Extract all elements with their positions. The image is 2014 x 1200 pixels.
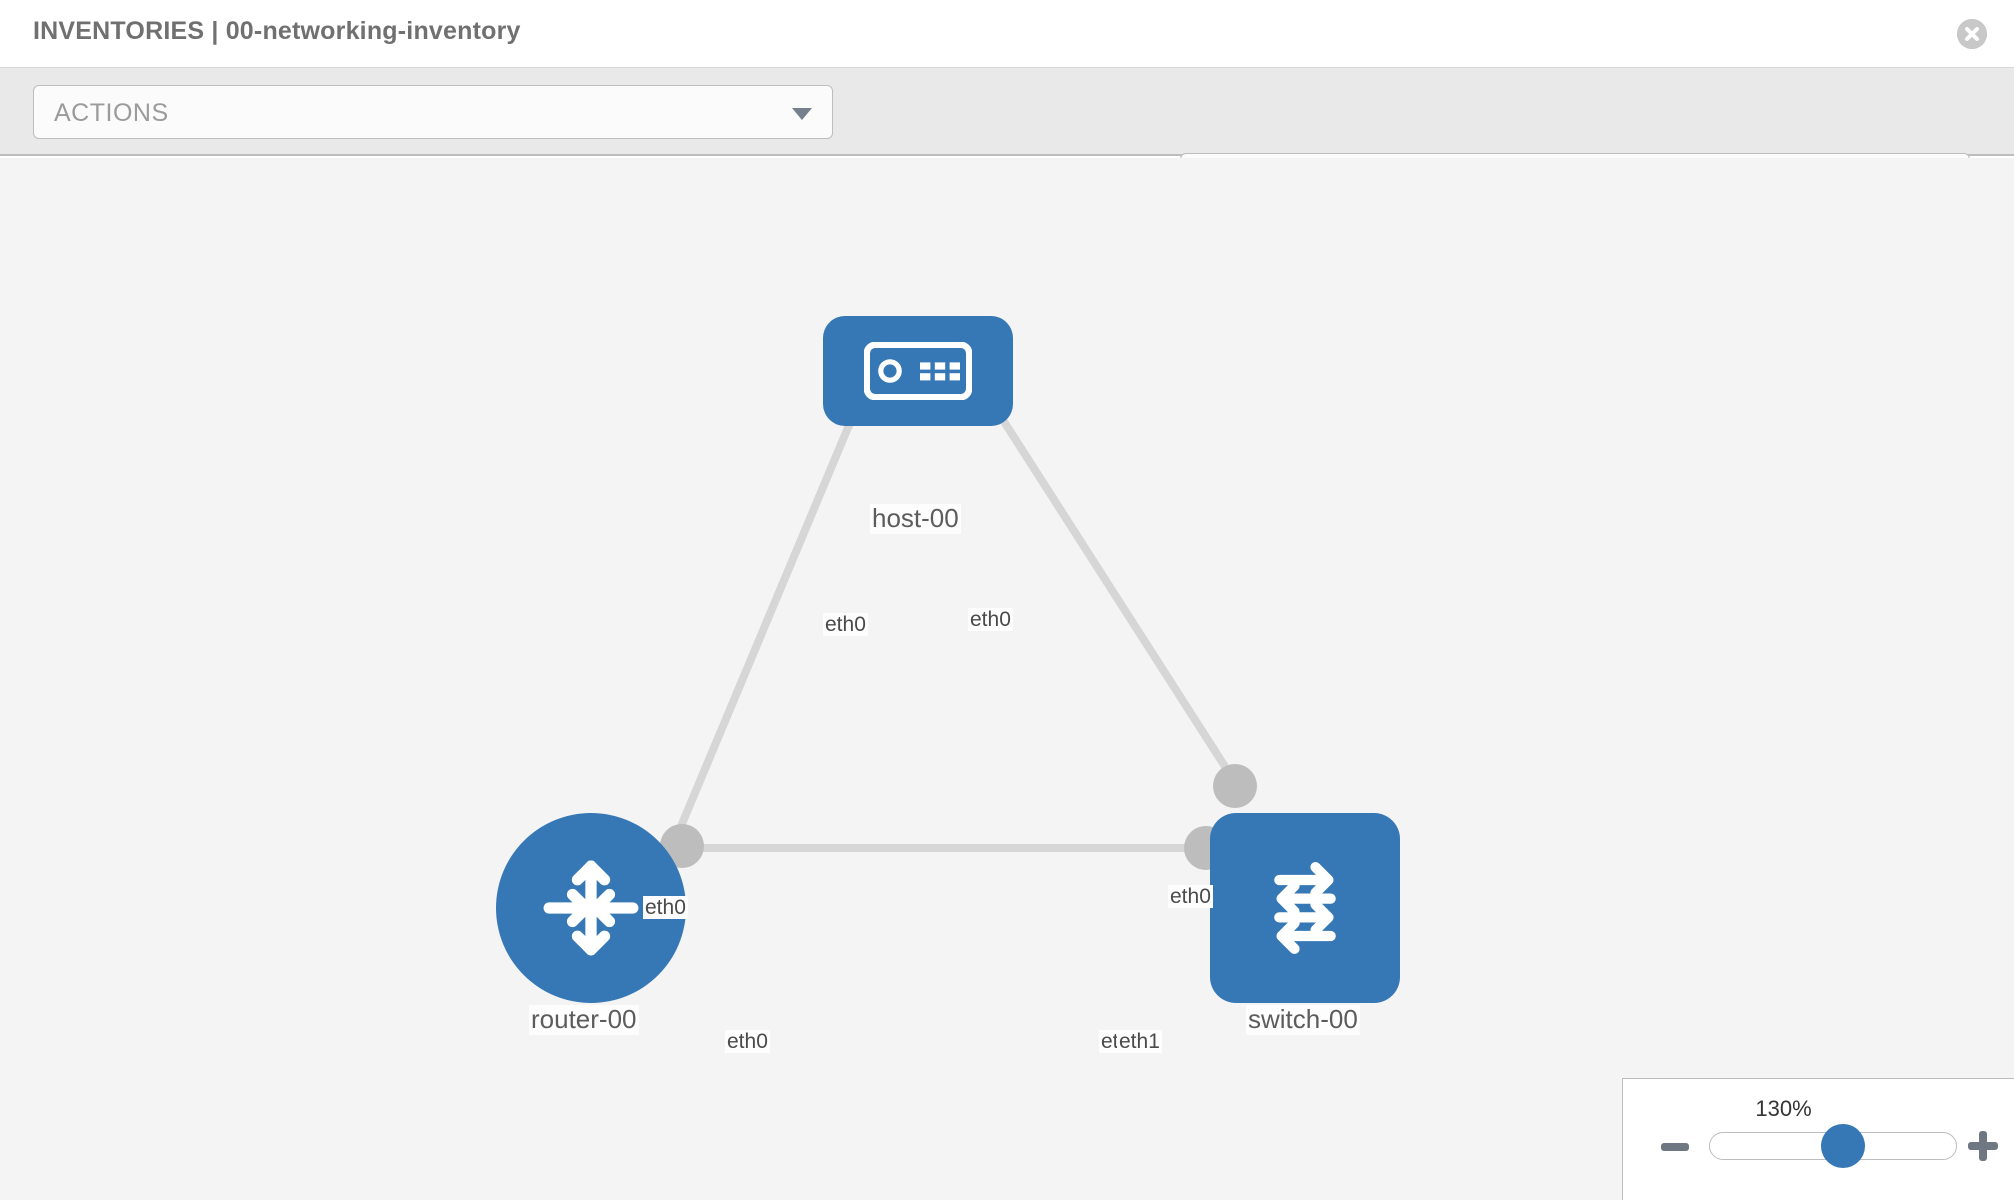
actions-dropdown[interactable]: ACTIONS [33, 85, 833, 139]
toolbar: ACTIONS SEARCH [0, 68, 2014, 207]
node-label-host-00: host-00 [870, 503, 961, 534]
router-arrows-icon [543, 860, 639, 956]
zoom-level-value: 130% [1755, 1096, 1812, 1121]
zoom-control-panel: 130% [1622, 1078, 2014, 1200]
topology-node-router-00[interactable]: router-00 [496, 813, 686, 1035]
node-label-router-00: router-00 [529, 1004, 639, 1035]
topology-node-host-00[interactable]: host-00 [823, 316, 1013, 534]
switch-arrows-icon [1274, 862, 1336, 954]
interface-label: eth1 [1117, 1030, 1162, 1054]
page-title: INVENTORIES | 00-networking-inventory [33, 17, 521, 45]
chevron-down-icon [792, 108, 812, 120]
interface-label: eth0 [823, 613, 868, 637]
interface-label: eth0 [725, 1030, 770, 1054]
topology-canvas[interactable]: host-00 [0, 158, 2014, 1200]
node-label-switch-00: switch-00 [1246, 1004, 1360, 1035]
topology-node-switch-00[interactable]: switch-00 [1210, 813, 1400, 1035]
interface-label: eth0 [1168, 885, 1213, 909]
interface-label: eth0 [643, 896, 688, 920]
host-node-shape [823, 316, 1013, 426]
actions-dropdown-label: ACTIONS [54, 99, 169, 127]
server-device-icon [864, 342, 972, 400]
zoom-slider-thumb[interactable] [1821, 1124, 1866, 1168]
close-icon[interactable] [1957, 19, 1987, 49]
topology-links [657, 332, 1257, 876]
interface-label: eth0 [968, 608, 1013, 632]
switch-node-shape [1210, 813, 1400, 1003]
zoom-in-button[interactable] [1968, 1131, 1998, 1161]
zoom-out-button[interactable] [1661, 1143, 1689, 1151]
page-header: INVENTORIES | 00-networking-inventory [0, 0, 2014, 68]
